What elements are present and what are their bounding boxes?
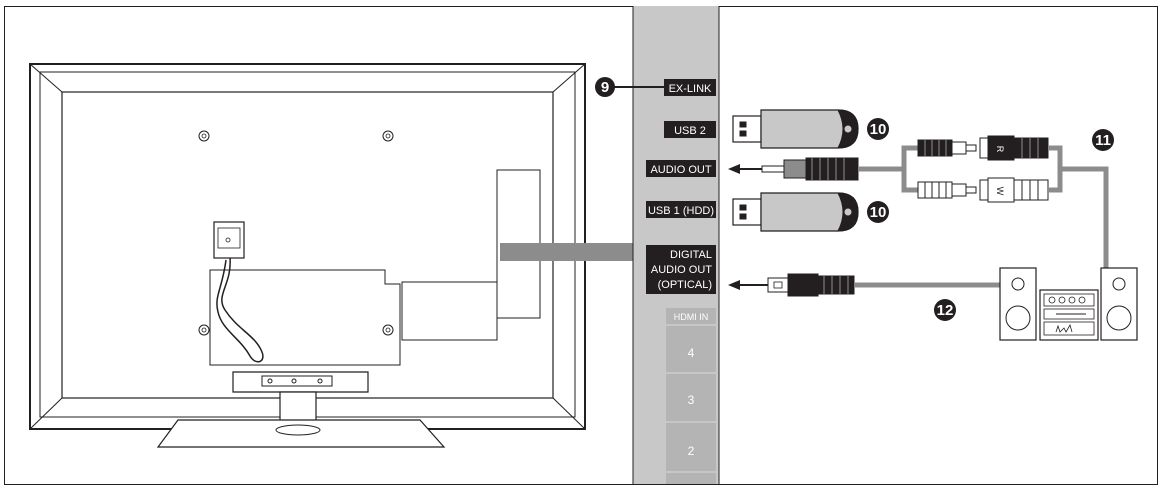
callout-10-badge-top [867,118,889,140]
rca-pair-white [917,177,1049,203]
rca-w-label: W [995,187,1005,196]
usb-stick-top [732,109,859,149]
power-cord [216,257,264,363]
port-label-usb2 [664,121,716,138]
port-panel: EX-LINK USB 2 AUDIO OUT USB 1 (HDD) DIGI… [632,6,720,484]
speaker-left [999,267,1037,341]
usb1-label: USB 1 (HDD) [648,205,714,217]
optical-plug [767,273,855,297]
callout-12: 12 [937,302,954,319]
callout-10-top: 10 [870,121,887,138]
callout-9: 9 [601,79,609,96]
tv-rear-view [29,63,586,448]
digital-label-line1: DIGITAL [670,249,712,261]
screw-bottom-right [382,324,394,336]
stereo-system [999,267,1138,341]
hdmi-port-2: 2 [688,444,695,458]
port-label-exlink [664,79,716,96]
audio-out-label: AUDIO OUT [650,164,711,176]
callout-9-badge [595,77,615,97]
side-panel [496,169,541,319]
callout-10-badge-bottom [867,201,889,223]
rca-r-label: R [995,146,1005,153]
hdmi-in-label: HDMI IN [674,312,709,322]
power-socket [213,221,245,259]
callout-11: 11 [1095,132,1111,149]
zoom-connector [500,243,634,261]
exlink-label: EX-LINK [669,83,712,95]
screw-top-left [198,130,210,142]
audio-out-arrow [728,164,762,174]
usb2-label: USB 2 [674,125,706,137]
screw-top-right [382,130,394,142]
optical-arrow [728,280,768,290]
port-label-usb1 [646,201,716,218]
port-label-digital [646,245,716,294]
digital-label-line2: AUDIO OUT [651,264,712,276]
callout-11-badge [1092,129,1114,151]
callout-10-bottom: 10 [870,204,887,221]
cable-split [901,145,918,193]
callout-12-badge [934,299,956,321]
hdmi-block [666,308,716,484]
lower-panel [209,269,401,366]
screw-bottom-left [198,324,210,336]
speaker-right [1100,267,1138,341]
rca-pair-red [917,135,1049,161]
stereo-receiver [1039,289,1099,341]
hdmi-port-3: 3 [688,393,695,407]
stand-neck-top [232,371,369,393]
port-label-audio-out [646,160,716,177]
usb-stick-bottom [732,192,859,232]
digital-label-line3: (OPTICAL) [658,279,712,291]
hdmi-port-4: 4 [688,346,695,360]
mini-jack-plug [761,157,859,181]
